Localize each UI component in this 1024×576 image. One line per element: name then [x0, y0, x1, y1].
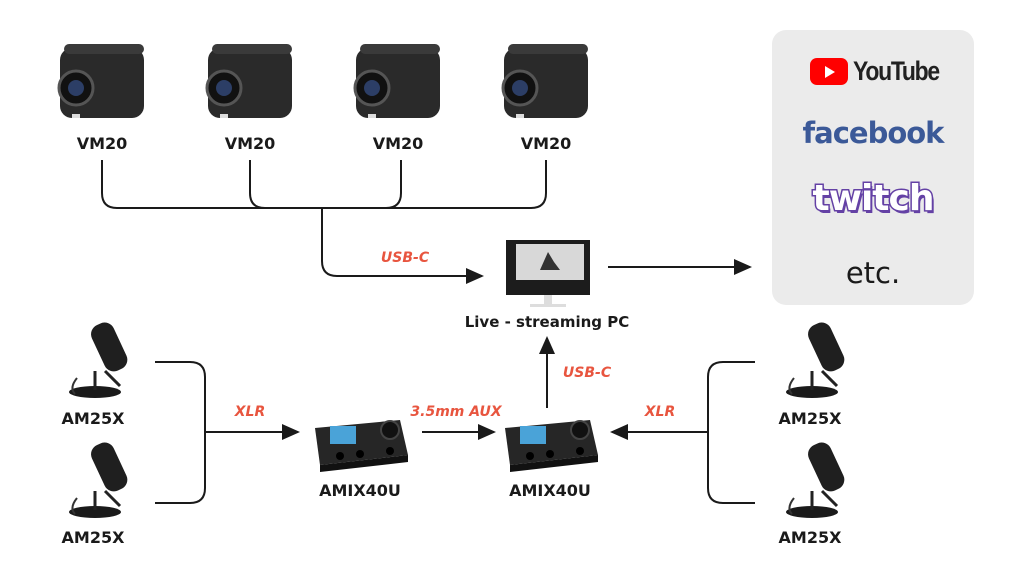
facebook-logo: facebook	[802, 116, 945, 150]
mixer-icon	[314, 419, 599, 473]
mixer-label: AMIX40U	[509, 481, 591, 500]
pc-label: Live - streaming PC	[464, 313, 630, 331]
twitch-logo: twitch	[811, 177, 936, 221]
youtube-logo: YouTube	[810, 56, 954, 87]
mic-label: AM25X	[61, 528, 125, 547]
mic-label: AM25X	[778, 528, 842, 547]
etc-label: etc.	[845, 256, 901, 290]
connection-label: 3.5mm AUX	[410, 404, 502, 420]
platforms-panel: YouTube facebook twitch etc.	[772, 30, 974, 305]
mic-label: AM25X	[61, 409, 125, 428]
mic-label: AM25X	[778, 409, 842, 428]
connection-label: USB-C	[380, 250, 430, 266]
camera-label: VM20	[520, 134, 572, 153]
monitor-icon	[506, 240, 590, 307]
camera-icon	[57, 42, 590, 120]
camera-label: VM20	[224, 134, 276, 153]
connection-lines	[101, 160, 755, 504]
connection-label: XLR	[644, 404, 676, 420]
connection-label: USB-C	[562, 365, 612, 381]
connection-label: XLR	[234, 404, 266, 420]
camera-label: VM20	[76, 134, 128, 153]
mixer-label: AMIX40U	[319, 481, 401, 500]
camera-label: VM20	[372, 134, 424, 153]
youtube-play-icon	[810, 58, 848, 85]
